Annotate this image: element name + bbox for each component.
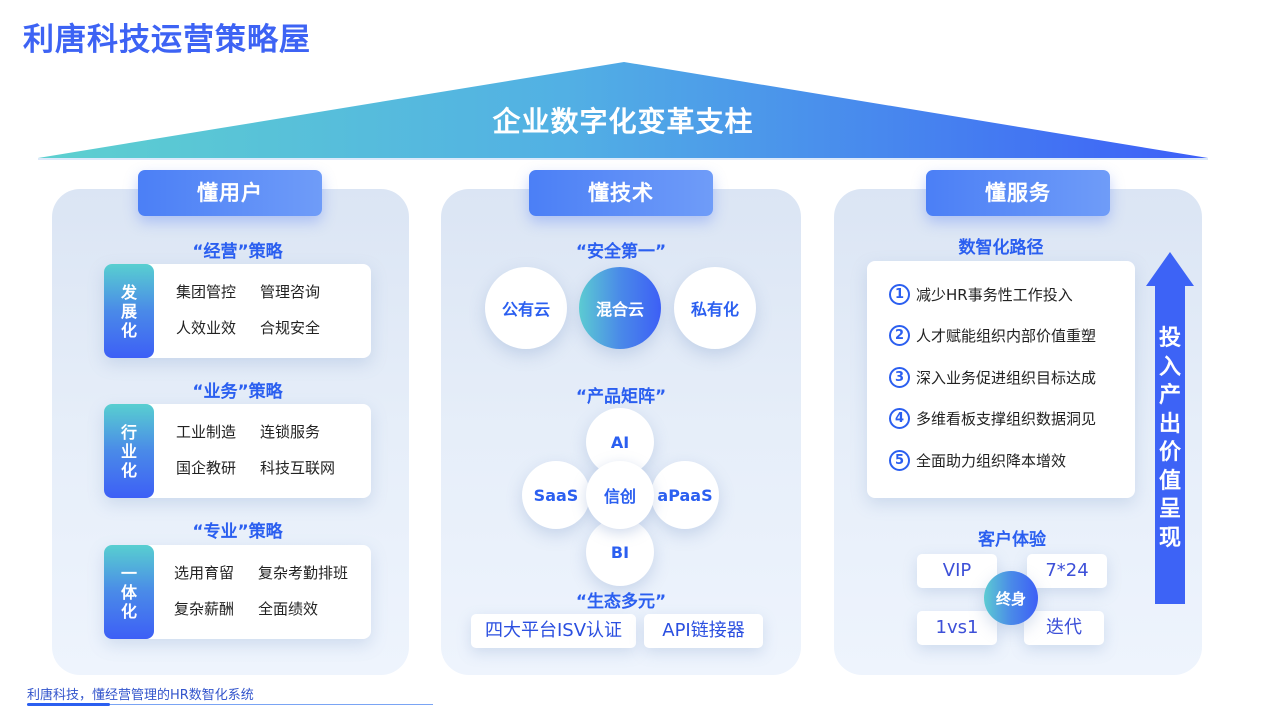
strategy-tag: 发 展 化: [104, 264, 154, 358]
path-item: 5 全面助力组织降本增效: [889, 450, 1066, 471]
number-badge: 3: [889, 367, 910, 388]
tag-char: 行: [120, 422, 137, 442]
path-item: 1 减少HR事务性工作投入: [889, 284, 1073, 305]
strategy-item: 连锁服务: [260, 423, 321, 441]
number-badge: 1: [889, 284, 910, 305]
tag-char: 业: [120, 441, 137, 461]
strategy-item: 全面绩效: [258, 600, 319, 618]
path-item-text: 深入业务促进组织目标达成: [916, 369, 1097, 387]
pillar-tab-users: 懂用户: [138, 170, 322, 216]
strategy-item: 人效业效: [176, 319, 237, 337]
roof: 企业数字化变革支柱: [0, 0, 1269, 170]
strategy-card: 行 业 化 工业制造 连锁服务 国企教研 科技互联网: [104, 404, 371, 498]
matrix-bi: BI: [586, 518, 654, 586]
path-item-text: 多维看板支撑组织数据洞见: [916, 410, 1097, 428]
arrow-label: 投 入 产 出 价 值 呈 现: [1155, 325, 1185, 553]
experience-1vs1: 1vs1: [917, 611, 997, 645]
path-item-text: 减少HR事务性工作投入: [916, 286, 1073, 304]
arrow-char: 入: [1158, 354, 1181, 380]
arrow-char: 出: [1158, 411, 1181, 437]
experience-7x24: 7*24: [1027, 554, 1107, 588]
matrix-xinchuang: 信创: [586, 461, 654, 529]
path-heading: 数智化路径: [958, 238, 1044, 258]
page-title: 利唐科技运营策略屋: [23, 22, 311, 58]
matrix-heading: “产品矩阵”: [575, 387, 667, 407]
number-badge: 2: [889, 325, 910, 346]
arrow-char: 现: [1158, 525, 1181, 551]
footer-divider: [27, 704, 433, 705]
experience-lifetime: 终身: [984, 571, 1038, 625]
roof-triangle: [38, 62, 1208, 160]
arrow-up-icon: [1146, 252, 1194, 604]
tag-char: 化: [120, 460, 137, 480]
path-item: 2 人才赋能组织内部价值重塑: [889, 325, 1096, 346]
strategy-item: 集团管控: [176, 283, 237, 301]
arrow-char: 呈: [1158, 497, 1181, 522]
experience-iteration: 迭代: [1024, 611, 1104, 645]
tag-char: 展: [120, 301, 137, 321]
strategy-items: 选用育留 复杂考勤排班 复杂薪酬 全面绩效: [174, 562, 368, 619]
roof-title: 企业数字化变革支柱: [492, 105, 754, 138]
pillar-tab-tech: 懂技术: [529, 170, 713, 216]
strategy-heading: “专业”策略: [192, 522, 283, 542]
arrow-char: 投: [1158, 326, 1181, 351]
arrow-char: 值: [1158, 468, 1181, 494]
strategy-items: 工业制造 连锁服务 国企教研 科技互联网: [176, 421, 360, 478]
path-item: 3 深入业务促进组织目标达成: [889, 367, 1096, 388]
number-badge: 5: [889, 450, 910, 471]
footer-accent: [27, 703, 110, 706]
arrow-char: 价: [1158, 440, 1181, 465]
experience-vip: VIP: [917, 554, 997, 588]
path-item: 4 多维看板支撑组织数据洞见: [889, 408, 1096, 429]
strategy-items: 集团管控 管理咨询 人效业效 合规安全: [176, 281, 360, 338]
strategy-item: 国企教研: [176, 459, 237, 477]
strategy-card: 发 展 化 集团管控 管理咨询 人效业效 合规安全: [104, 264, 371, 358]
strategy-item: 复杂考勤排班: [258, 564, 349, 582]
experience-heading: 客户体验: [978, 530, 1046, 550]
ecosystem-isv: 四大平台ISV认证: [471, 614, 636, 648]
security-heading: “安全第一”: [575, 242, 667, 262]
ecosystem-api: API链接器: [644, 614, 763, 648]
strategy-heading: “业务”策略: [192, 382, 283, 402]
tag-char: 一: [120, 563, 137, 583]
ecosystem-heading: “生态多元”: [575, 592, 667, 612]
strategy-card: 一 体 化 选用育留 复杂考勤排班 复杂薪酬 全面绩效: [104, 545, 371, 639]
tag-char: 化: [120, 320, 137, 340]
strategy-item: 选用育留: [174, 564, 235, 582]
strategy-item: 管理咨询: [260, 283, 321, 301]
matrix-saas: SaaS: [522, 461, 590, 529]
tag-char: 化: [120, 601, 137, 621]
strategy-item: 复杂薪酬: [174, 600, 235, 618]
number-badge: 4: [889, 408, 910, 429]
strategy-tag: 一 体 化: [104, 545, 154, 639]
pillar-tab-service: 懂服务: [926, 170, 1110, 216]
strategy-item: 合规安全: [260, 319, 321, 337]
path-item-text: 人才赋能组织内部价值重塑: [916, 327, 1097, 345]
deploy-hybrid-cloud: 混合云: [579, 267, 661, 349]
tag-char: 体: [120, 582, 137, 602]
path-item-text: 全面助力组织降本增效: [916, 452, 1067, 470]
arrow-char: 产: [1158, 383, 1181, 408]
deploy-public-cloud: 公有云: [485, 267, 567, 349]
strategy-item: 工业制造: [176, 423, 237, 441]
matrix-apaas: aPaaS: [651, 461, 719, 529]
strategy-heading: “经营”策略: [192, 242, 283, 262]
tag-char: 发: [120, 282, 137, 302]
path-card: 1 减少HR事务性工作投入 2 人才赋能组织内部价值重塑 3 深入业务促进组织目…: [867, 261, 1135, 498]
deploy-private: 私有化: [674, 267, 756, 349]
strategy-item: 科技互联网: [260, 459, 336, 477]
strategy-tag: 行 业 化: [104, 404, 154, 498]
footer-tagline: 利唐科技，懂经营管理的HR数智化系统: [27, 688, 254, 703]
